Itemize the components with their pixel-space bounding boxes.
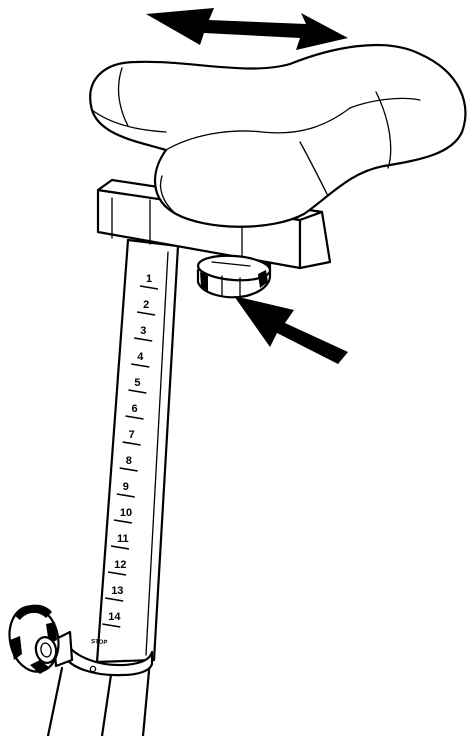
scale-number: 9	[123, 481, 129, 493]
frame-tube	[46, 658, 152, 736]
scale-number: 1	[146, 273, 152, 285]
scale-number: 11	[117, 533, 129, 545]
scale-tick	[131, 363, 150, 368]
scale-tick	[116, 493, 135, 498]
saddle	[89, 43, 467, 228]
post-hole	[89, 665, 97, 673]
scale-number: 4	[137, 351, 144, 363]
scale-tick	[122, 441, 141, 446]
scale-tick	[113, 519, 133, 524]
scale-number: 12	[114, 559, 126, 571]
fore-aft-adjust-knob	[196, 254, 272, 299]
scale-number: 2	[143, 299, 149, 311]
scale-tick	[105, 597, 124, 602]
stop-label: STOP	[91, 639, 108, 646]
scale-tick	[119, 467, 138, 472]
height-adjust-knob	[8, 604, 74, 674]
scale-number: 10	[120, 507, 132, 519]
scale-number: 14	[108, 611, 121, 623]
double-headed-arrow-icon	[146, 8, 348, 50]
scale-tick	[110, 545, 130, 550]
scale-tick	[128, 389, 147, 394]
scale-number: 8	[126, 455, 132, 467]
scale-number: 6	[132, 403, 138, 415]
scale-number: 7	[129, 429, 135, 441]
scale-tick	[102, 623, 121, 628]
scale-tick	[139, 285, 159, 290]
pointer-arrow-icon	[234, 296, 348, 364]
scale-number: 5	[134, 377, 140, 389]
seat-post-collar: STOP	[62, 638, 154, 677]
scale-tick	[107, 571, 127, 576]
scale-tick	[134, 337, 153, 342]
scale-tick	[125, 415, 144, 420]
scale-tick	[136, 311, 156, 316]
scale-number: 3	[140, 325, 146, 337]
scale-number: 13	[111, 585, 123, 597]
